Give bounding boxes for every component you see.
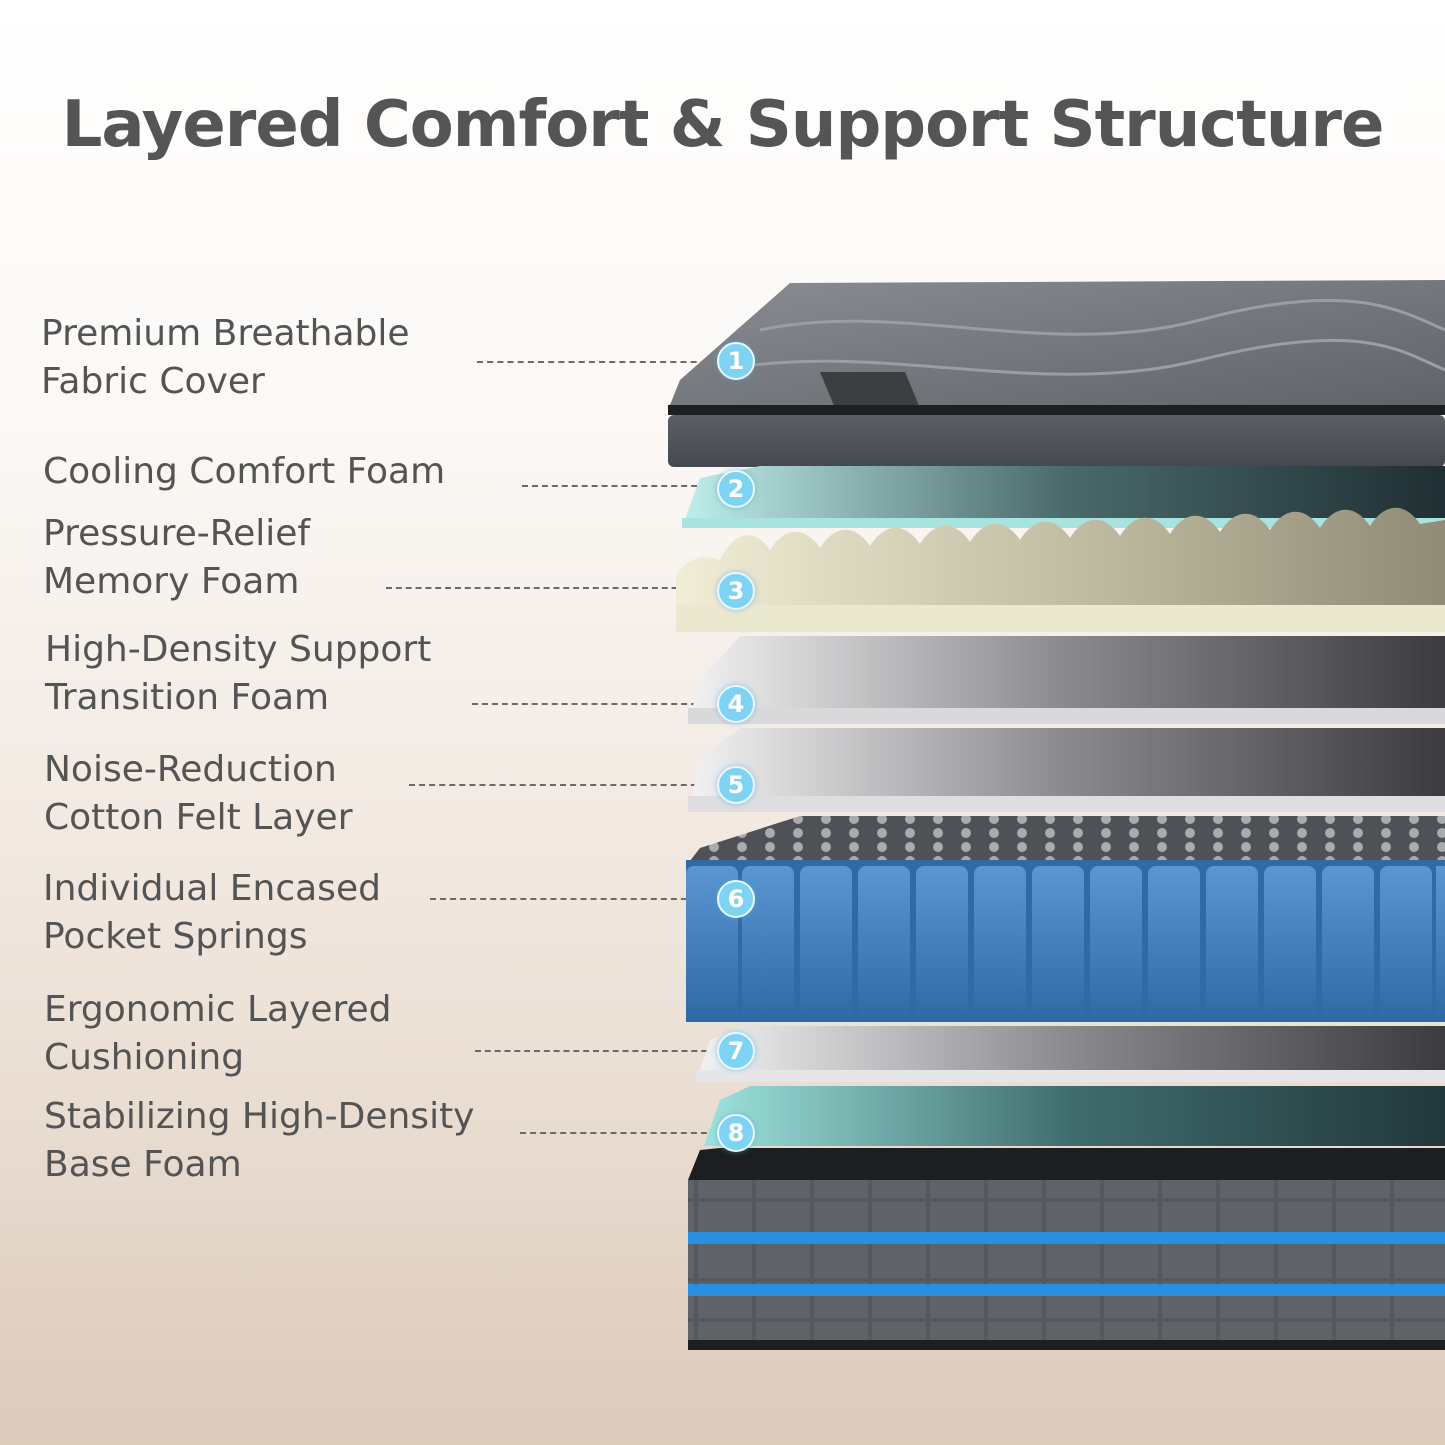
layer-2-badge: 2	[717, 470, 755, 508]
layer-2-label: Cooling Comfort Foam	[43, 448, 445, 496]
layer-1-leader	[477, 361, 717, 363]
layer-7-badge: 7	[717, 1032, 755, 1070]
page-title: Layered Comfort & Support Structure	[61, 88, 1385, 162]
layer-8-leader	[520, 1132, 717, 1134]
layer-3-label: Pressure-Relief Memory Foam	[43, 510, 310, 606]
layer-7-label-line1: Ergonomic Layered	[44, 989, 392, 1030]
layer-8-label-line2: Base Foam	[44, 1144, 242, 1185]
layer-5-label-line2: Cotton Felt Layer	[44, 797, 353, 838]
layer-2-label-line1: Cooling Comfort Foam	[43, 451, 446, 492]
layer-4-badge: 4	[717, 685, 755, 723]
layer-4-label-line2: Transition Foam	[45, 677, 330, 718]
layer-6-leader	[430, 898, 717, 900]
layer-1-label: Premium Breathable Fabric Cover	[41, 310, 410, 406]
layer-5-label: Noise-Reduction Cotton Felt Layer	[44, 746, 353, 842]
layer-5-badge: 5	[717, 766, 755, 804]
layer-2-cooling-foam	[682, 466, 1445, 528]
layer-6-label: Individual Encased Pocket Springs	[43, 865, 381, 961]
mattress-base	[688, 1148, 1445, 1350]
layer-5-label-line1: Noise-Reduction	[44, 749, 337, 790]
layer-7-label-line2: Cushioning	[44, 1037, 245, 1078]
layer-3-label-line2: Memory Foam	[43, 561, 300, 602]
layer-8-base-foam	[704, 1086, 1445, 1146]
layer-6-label-line2: Pocket Springs	[43, 916, 308, 957]
layer-8-badge: 8	[717, 1114, 755, 1152]
layer-4-label-line1: High-Density Support	[45, 629, 432, 670]
layer-5-felt	[688, 728, 1445, 812]
layer-1-badge: 1	[717, 342, 755, 380]
layer-4-support-foam	[688, 636, 1445, 724]
layer-3-badge: 3	[717, 572, 755, 610]
layer-3-leader	[386, 587, 717, 589]
layer-7-leader	[475, 1050, 717, 1052]
layer-3-label-line1: Pressure-Relief	[43, 513, 311, 554]
layer-6-badge: 6	[717, 880, 755, 918]
layer-6-label-line1: Individual Encased	[43, 868, 381, 909]
layer-2-leader	[522, 485, 717, 487]
layer-6-pocket-springs	[686, 816, 1445, 1022]
layer-1-label-line2: Fabric Cover	[41, 361, 265, 402]
layer-7-cushioning	[696, 1026, 1445, 1082]
layer-5-leader	[409, 784, 717, 786]
layer-4-label: High-Density Support Transition Foam	[45, 626, 431, 722]
layer-4-leader	[472, 703, 717, 705]
layer-8-label-line1: Stabilizing High-Density	[44, 1096, 475, 1137]
layer-1-cover	[668, 280, 1445, 467]
layer-1-label-line1: Premium Breathable	[41, 313, 410, 354]
layer-8-label: Stabilizing High-Density Base Foam	[44, 1093, 475, 1189]
layer-7-label: Ergonomic Layered Cushioning	[44, 986, 392, 1082]
layer-3-memory-foam	[676, 507, 1445, 632]
